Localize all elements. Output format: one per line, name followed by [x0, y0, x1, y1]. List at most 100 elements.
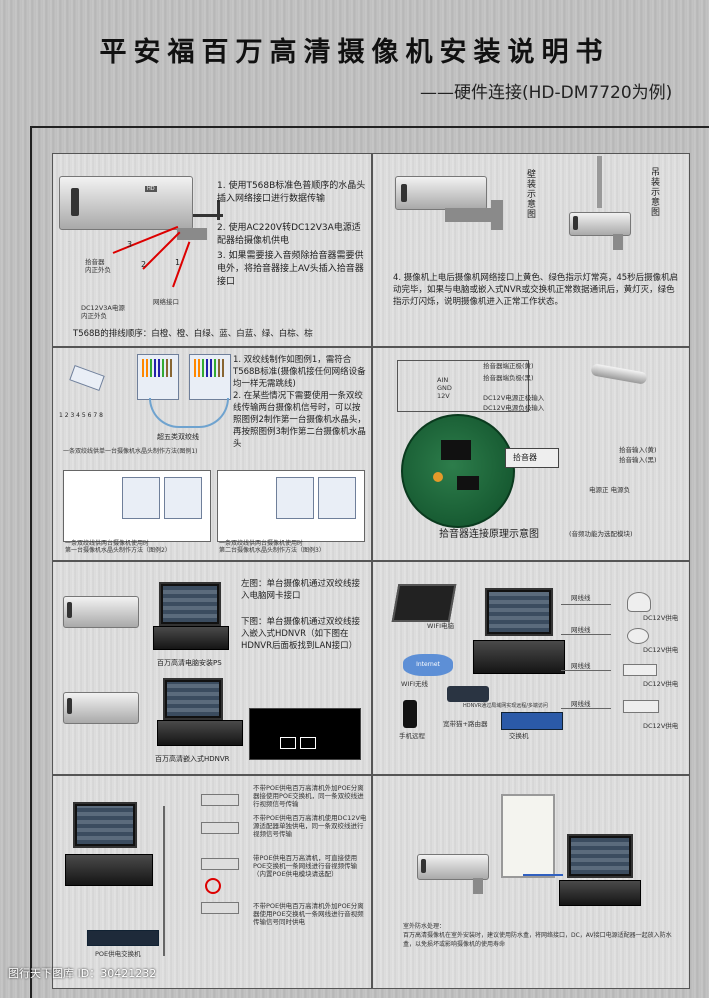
poe-note-1: 不带POE供电百万高清机外加POE分离器接使用POE交换机，同一条双绞线进行视频… [253, 784, 364, 808]
twisted-pair-cable [149, 398, 229, 428]
router-image [447, 686, 489, 702]
arrow-number-2: 2 [141, 260, 147, 269]
rj45-plug-icon [69, 365, 105, 391]
power-label-3: DC12V供电 [643, 680, 679, 688]
content-frame [30, 126, 709, 998]
nvr-network-label: HDNVR通过局域网实现远程/多端访问 [463, 703, 548, 709]
cable-label: 超五类双绞线 [157, 433, 199, 441]
arrow-3 [112, 225, 179, 254]
poe-switch-image [87, 930, 159, 946]
cable-trunk [163, 806, 165, 956]
audio-wiring-box [397, 360, 529, 412]
wiring-order: T568B的排线顺序：白橙、橙、白绿、蓝、白蓝、绿、白棕、棕 [73, 329, 313, 339]
ceiling-pole [597, 156, 602, 208]
camera-cable [193, 214, 223, 217]
nvr-connection-text: 下图：单台摄像机通过双绞线接入嵌入式HDNVR（如下图在HDNVR后面板找到LA… [241, 617, 361, 651]
poe-switch-caption: POE供电交换机 [95, 950, 141, 958]
cam-cable-label-3: 网线线 [571, 662, 591, 670]
monitor-image [73, 802, 137, 848]
rj45-connector-right [189, 354, 231, 400]
panel-audio-pickup: AIN GND 12V 拾音器端正极(黄) 拾音器端负极(黑) DC12V电源正… [372, 347, 690, 561]
internet-label: Internet [416, 661, 440, 668]
pc-case-image [153, 626, 229, 650]
network-cable [561, 670, 611, 671]
nvr-box-image [157, 720, 243, 746]
audio-pickup-box [505, 448, 559, 468]
audio-label-1: 拾音器端正极(黄) [483, 362, 534, 370]
ceiling-mount-label: 吊装示意图 [651, 168, 661, 218]
right-label-2: 拾音输入(黑) [619, 456, 657, 464]
poe-note-4: 不带POE供电百万高清机外加POE分离器使用POE交换机一条网线进行音视频传输信… [253, 902, 364, 926]
pin-label-gnd: GND [437, 384, 452, 392]
cam-cable-label-1: 网线线 [571, 594, 591, 602]
phone-label: 手机远程 [399, 732, 425, 740]
indicator-light-note: 4. 摄像机上电后摄像机网络接口上黄色、绿色指示灯常亮，45秒后摄像机启动完毕，… [393, 273, 679, 307]
camera-icon [201, 902, 239, 914]
arrow-number-1: 1 [175, 258, 181, 267]
arrow-number-3: 3 [127, 240, 133, 249]
internet-cloud-icon: Internet [403, 654, 453, 676]
figure-3-caption: 一条双绞线供两台摄像机使用时 第二台摄像机水晶头制作方法（图例3） [219, 540, 325, 554]
network-cable [523, 874, 563, 876]
wifi-wireless-label: WIFI无线 [401, 680, 428, 688]
camera-icon [201, 858, 239, 870]
right-label-1: 拾音输入(黄) [619, 446, 657, 454]
power-label-4: DC12V供电 [643, 722, 679, 730]
audio-connector-label: 拾音器 内正外负 [85, 258, 111, 274]
page-subtitle: ——硬件连接(HD-DM7720为例) [420, 83, 673, 103]
pc-caption: 百万高清电脑安装PS [157, 659, 222, 667]
waterproof-box-image [501, 794, 555, 878]
camera-icon [201, 794, 239, 806]
panel-network-topology: WIFI电脑 Internet WIFI无线 宽带猫+路由器 手机远程 交换机 … [372, 561, 690, 775]
nvr-box-image [65, 854, 153, 886]
panel-pc-nvr: 百万高清电脑安装PS 左图：单台摄像机通过双绞线接入电脑网卡接口 下图：单台摄像… [52, 561, 372, 775]
panel-poe: POE供电交换机 不带POE供电百万高清机外加POE分离器接使用POE交换机，同… [52, 775, 372, 989]
nvr-caption: 百万高清嵌入式HDNVR [155, 755, 230, 763]
nvr-rear-panel-image [249, 708, 361, 760]
audio-pickup-label: 拾音器 [513, 453, 537, 462]
network-port-label: 网络接口 [153, 298, 179, 306]
waterproof-note: 室外防水处理： 百万高清摄像机在室外安装时，建议使用防水盒，将网络接口，DC，A… [403, 923, 672, 948]
pin-label-12v: 12V [437, 392, 450, 400]
bullet-camera-image [623, 664, 657, 676]
pc-connection-text: 左图：单台摄像机通过双绞线接入电脑网卡接口 [241, 579, 361, 601]
pin-label-ain: AIN [437, 376, 449, 384]
power-label-1: DC12V供电 [643, 614, 679, 622]
instruction-2: 2. 使用AC220V转DC12V3A电源适配器给摄像机供电 [217, 223, 361, 246]
switch-image [501, 712, 563, 730]
power-label-2: DC12V供电 [643, 646, 679, 654]
network-cable [561, 604, 611, 605]
network-cable [561, 634, 611, 635]
camera-icon [201, 822, 239, 834]
nvr-box-image [559, 880, 641, 906]
network-cable [561, 708, 611, 709]
instruction-1: 1. 使用T568B标准色普顺序的水晶头插入网络接口进行数据传输 [217, 181, 366, 204]
instruction-3: 3. 如果需要接入音频除拾音器需要供电外，将拾音器接上AV头插入拾音器接口 [217, 251, 364, 287]
cam-cable-label-4: 网线线 [571, 700, 591, 708]
audio-diagram-title: 拾音器连接原理示意图 [439, 529, 539, 540]
bullet-camera-image [623, 700, 659, 713]
wall-mount-label: 壁装示意图 [527, 170, 537, 220]
monitor-image [567, 834, 633, 878]
audio-label-3: DC12V电源正极输入 [483, 394, 545, 402]
figure-3-box [217, 470, 365, 542]
laptop-image [391, 584, 457, 622]
nvr-monitor-image [163, 678, 223, 720]
audio-label-4: DC12V电源负极输入 [483, 404, 545, 412]
cable-instructions: 1. 双绞线制作如图例1，需符合T568B标准(摄像机接任何网络设备均一样无需跳… [233, 355, 366, 449]
nvr-box-image [473, 640, 565, 674]
panel-camera-connections: HD 3 2 1 拾音器 内正外负 DC12V3A电源 内正外负 网络接口 1.… [52, 153, 372, 347]
poe-note-3: 带POE供电百万高清机，可直接使用POE交换机一条网线进行音视频传输（内置POE… [253, 854, 358, 878]
poe-note-2: 不带POE供电百万高清机使用DC12V电源适配器单独供电，同一条双绞线进行视频信… [253, 814, 367, 838]
dome-camera-image [627, 592, 651, 612]
cam-cable-label-2: 网线线 [571, 626, 591, 634]
figure-1-caption: 一条双绞线供单一台摄像机水晶头制作方法(图例1) [63, 448, 198, 455]
panel-cable-making: 1 2 3 4 5 6 7 8 超五类双绞线 一条双绞线供单一台摄像机水晶头制作… [52, 347, 372, 561]
panel-waterproof: 室外防水处理： 百万高清摄像机在室外安装时，建议使用防水盒，将网络接口，DC，A… [372, 775, 690, 989]
circuit-board-image [401, 414, 515, 528]
switch-label: 交换机 [509, 732, 529, 740]
dome-camera-image [627, 628, 649, 644]
panel-mounting: 壁装示意图 吊装示意图 4. 摄像机上电后摄像机网络接口上黄色、绿色指示灯常亮，… [372, 153, 690, 347]
router-label: 宽带猫+路由器 [443, 720, 488, 728]
power-connector-label: DC12V3A电源 内正外负 [81, 304, 125, 320]
